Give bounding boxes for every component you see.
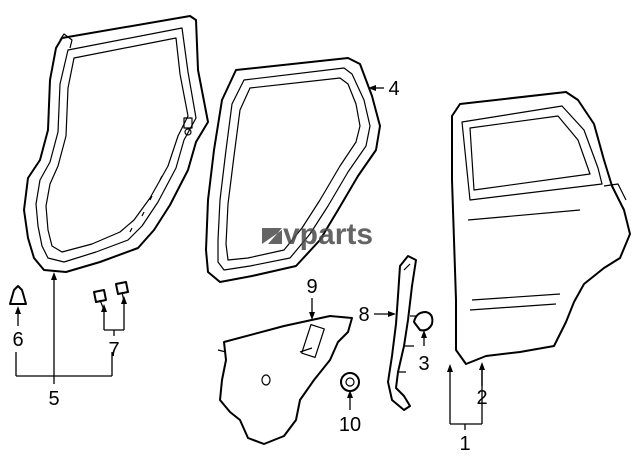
clip (9, 285, 27, 305)
watermark-text: vparts (283, 218, 373, 251)
watermark-logo-icon (262, 228, 282, 244)
watermark: vparts (262, 218, 373, 251)
callout-9: 9 (306, 276, 317, 298)
callout-2: 2 (476, 387, 487, 409)
window-channel (387, 255, 417, 411)
door-shell (451, 91, 631, 365)
callout-6: 6 (12, 329, 23, 351)
callout-7: 7 (108, 339, 119, 361)
callout-1: 1 (459, 433, 470, 455)
opening-weatherstrip (23, 15, 209, 273)
door-stop (410, 311, 434, 332)
callout-10: 10 (339, 414, 361, 436)
leader-lines (15, 85, 485, 430)
callout-8: 8 (358, 304, 369, 326)
callout-3: 3 (418, 353, 429, 375)
hole-plug (340, 372, 360, 392)
callout-5: 5 (48, 388, 59, 410)
fasteners (93, 281, 129, 311)
callout-labels: 1 2 3 4 5 6 7 8 9 10 (12, 78, 487, 455)
callout-4: 4 (388, 78, 399, 100)
door-trim-panel (217, 315, 353, 445)
